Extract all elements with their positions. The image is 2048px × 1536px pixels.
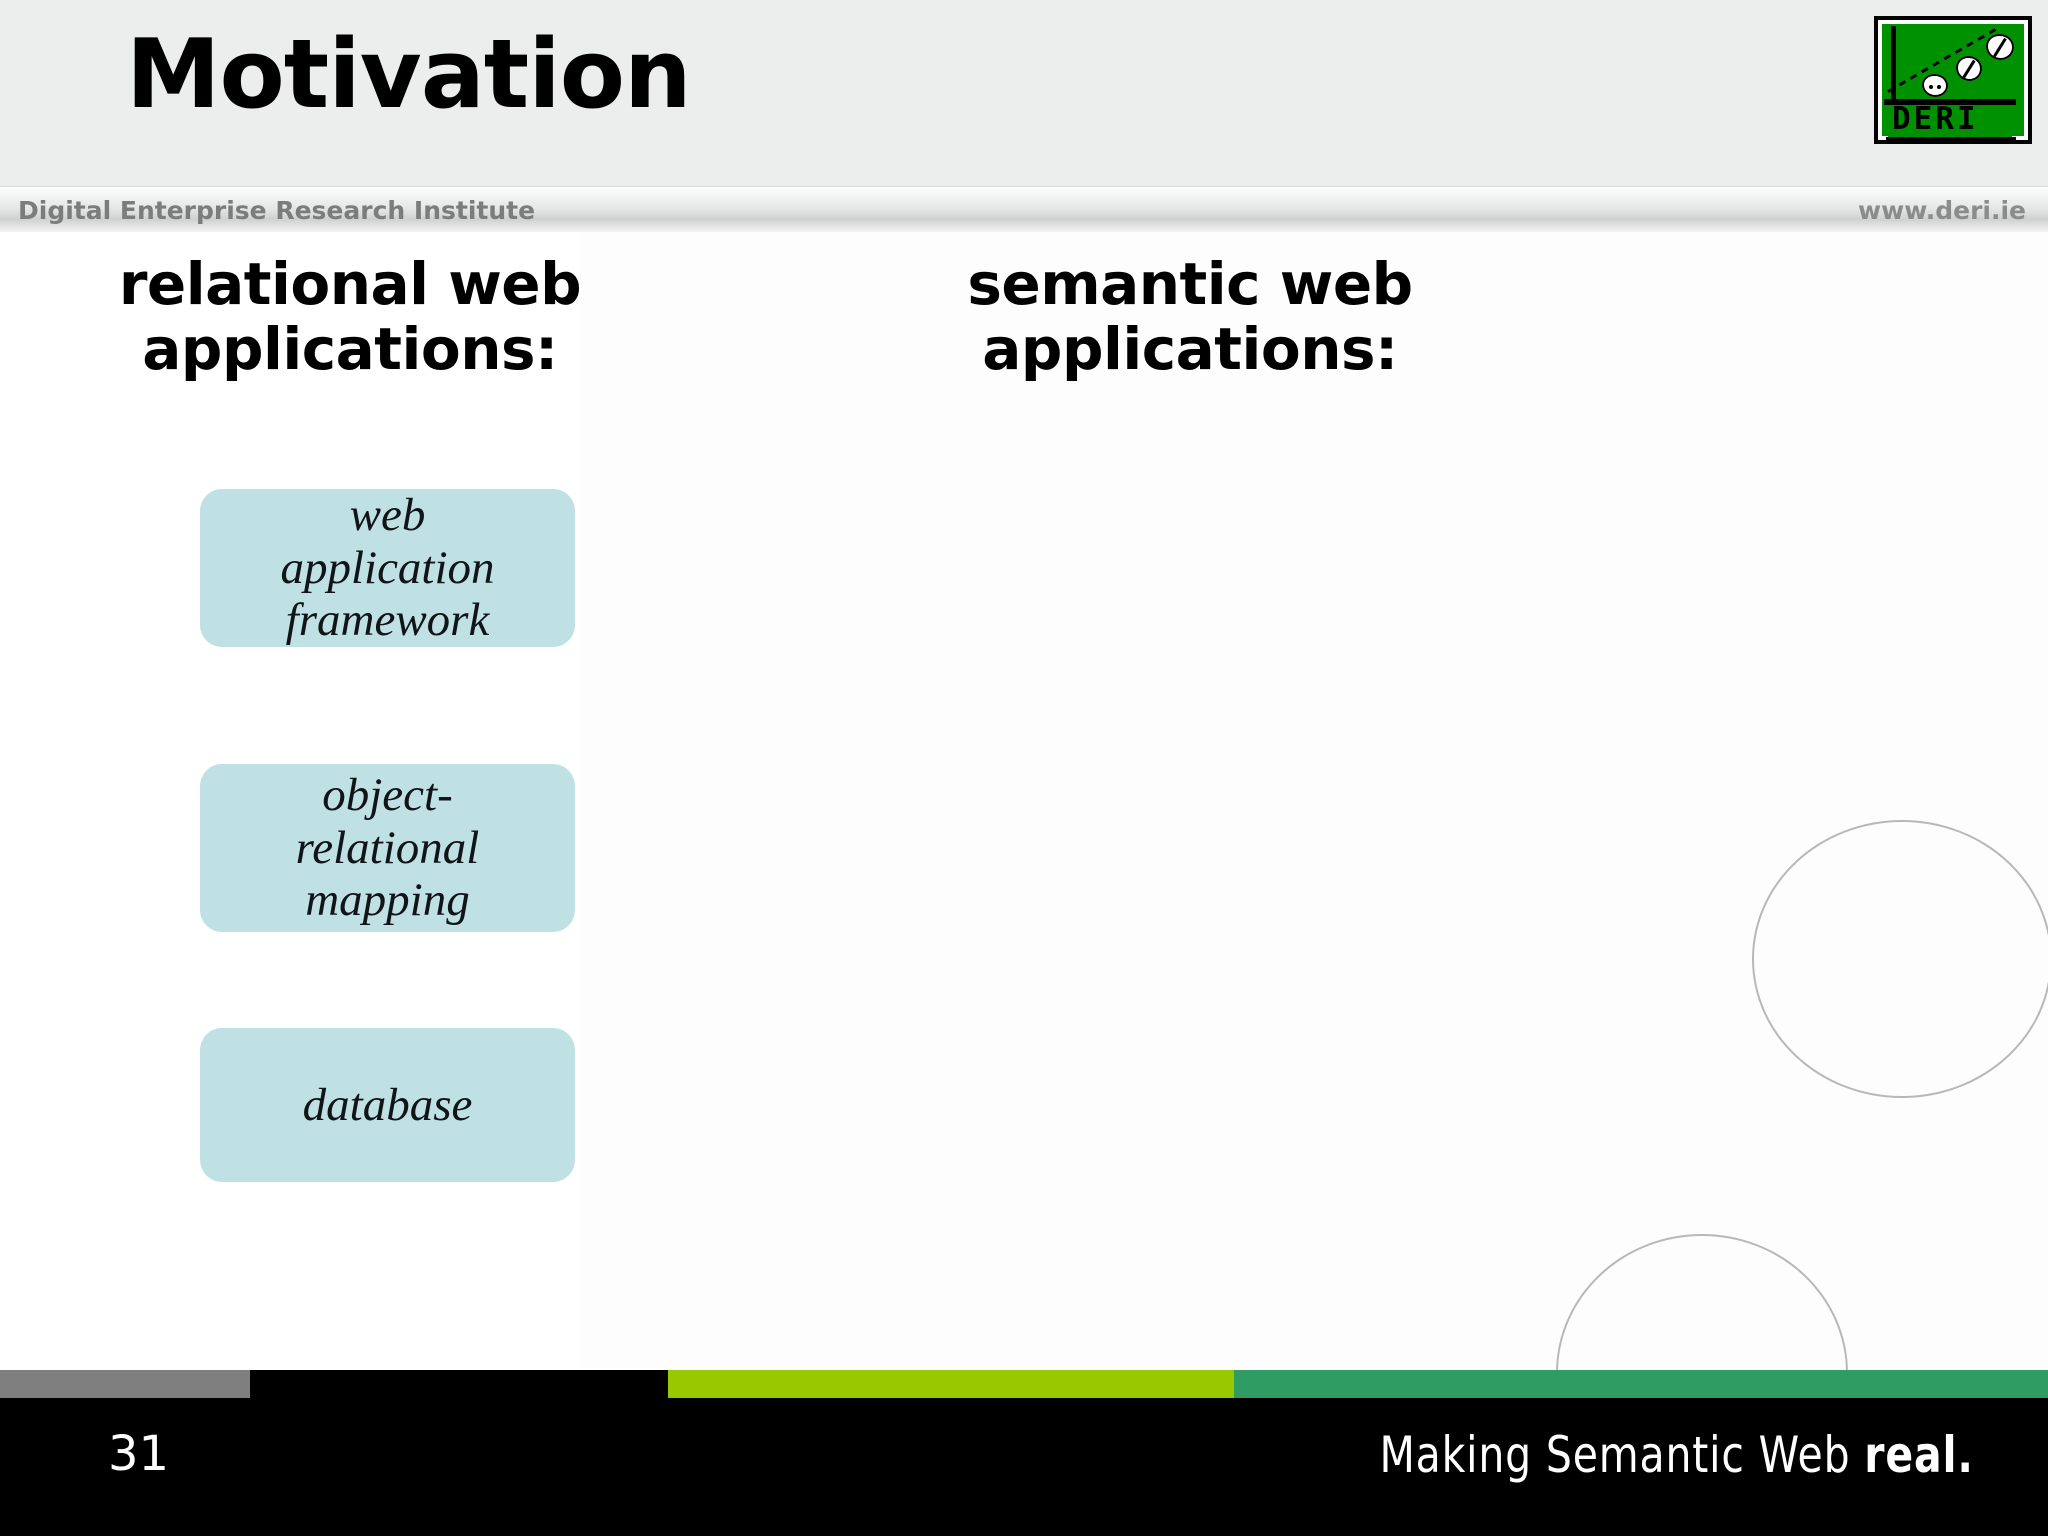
color-bar-segment-gray (0, 1370, 250, 1398)
logo-ball-medium-icon (1956, 56, 1982, 81)
footer-tagline-plain: Making Semantic Web (1379, 1426, 1865, 1484)
logo-axis-horizontal (1884, 99, 2016, 105)
stack-box-line1: web (349, 489, 426, 542)
logo-ball-large-icon (1986, 34, 2014, 60)
footer-color-bar (0, 1370, 2048, 1398)
column-heading-semantic: semantic web applications: (900, 252, 1480, 382)
stack-box-line1: object- (322, 769, 453, 822)
color-bar-segment-lime (668, 1370, 1234, 1398)
institute-name: Digital Enterprise Research Institute (18, 196, 536, 225)
logo-underline (1886, 137, 2016, 140)
footer-tagline-bold: real. (1864, 1426, 1974, 1484)
logo-word-backing (1888, 106, 2012, 140)
stack-box-line3: framework (285, 594, 490, 647)
stack-box-object-relational-mapping[interactable]: object- relational mapping (200, 764, 575, 932)
color-bar-segment-black (250, 1370, 668, 1398)
color-bar-segment-green (1234, 1370, 2048, 1398)
page-number: 31 (108, 1426, 170, 1482)
website-url[interactable]: www.deri.ie (1858, 196, 2026, 225)
decorative-circle-icon (1752, 820, 2048, 1098)
logo-wordmark: DERI (1892, 101, 1979, 137)
slide-header: Motivation DERI (0, 0, 2048, 186)
column-heading-relational: relational web applications: (60, 252, 640, 382)
footer-tagline: Making Semantic Web real. (1380, 1426, 1974, 1484)
deri-logo: DERI (1874, 16, 2032, 144)
right-column-panel (580, 232, 2048, 1370)
column-heading-semantic-line2: applications: (982, 314, 1398, 383)
stack-box-line2: relational (295, 821, 480, 874)
institute-bar: Digital Enterprise Research Institute ww… (0, 186, 2048, 233)
stack-box-web-application-framework[interactable]: web application framework (200, 489, 575, 647)
stack-box-line2: application (280, 541, 495, 594)
column-heading-relational-line1: relational web (118, 250, 582, 318)
logo-axis-vertical (1891, 26, 1896, 104)
page-title: Motivation (126, 20, 692, 130)
stack-box-line3: mapping (305, 874, 470, 927)
column-heading-semantic-line1: semantic web (967, 250, 1413, 318)
column-heading-relational-line2: applications: (142, 314, 558, 383)
stack-box-database[interactable]: database (200, 1028, 575, 1182)
stack-box-line1: database (302, 1078, 473, 1131)
logo-ball-small-icon (1922, 74, 1948, 97)
slide-footer: 31 Making Semantic Web real. (0, 1398, 2048, 1536)
